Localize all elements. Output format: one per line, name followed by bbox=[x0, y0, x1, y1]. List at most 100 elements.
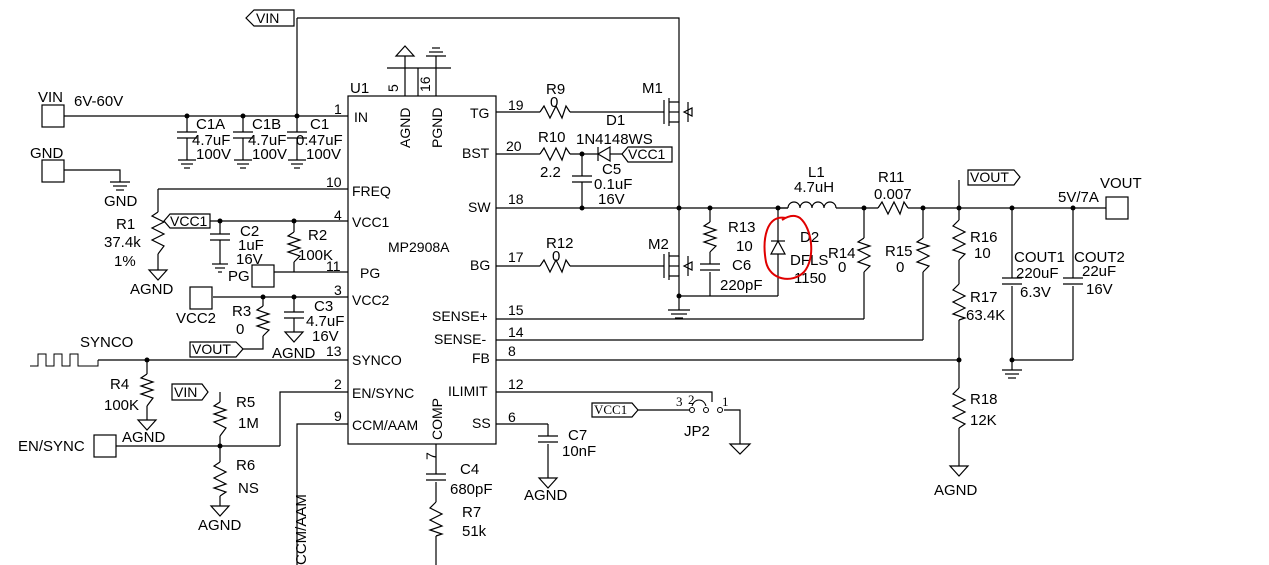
connector-vcc2 bbox=[189, 286, 213, 310]
c2-value: 1uF bbox=[238, 237, 264, 254]
pin-name-sense-n: SENSE- bbox=[434, 331, 486, 347]
connectors: VIN 6V-60V GND GND VCC2 PG EN/SYNC VOUT … bbox=[18, 89, 1142, 565]
r2-ref: R2 bbox=[308, 227, 327, 244]
c3-value: 4.7uF bbox=[306, 313, 344, 330]
flag-vcc1-d1: VCC1 bbox=[628, 146, 666, 162]
pin-name-fb: FB bbox=[472, 350, 490, 366]
pin-num-12: 12 bbox=[508, 376, 524, 392]
pin-name-comp: COMP bbox=[429, 398, 445, 440]
cout2-ref: COUT2 bbox=[1074, 249, 1125, 266]
pin-num-2: 2 bbox=[334, 376, 342, 392]
r1-value: 37.4k bbox=[104, 234, 141, 251]
agnd-label-c3: AGND bbox=[272, 345, 316, 362]
cout2-rating: 16V bbox=[1086, 281, 1113, 298]
c3-rating: 16V bbox=[312, 328, 339, 345]
pin-name-bg: BG bbox=[470, 257, 490, 273]
pin-num-13: 13 bbox=[326, 343, 342, 359]
pin-num-14: 14 bbox=[508, 324, 524, 340]
c1-rating: 100V bbox=[306, 146, 341, 163]
c1-value: 0.47uF bbox=[296, 132, 343, 149]
r2-value: 100K bbox=[298, 247, 333, 264]
c6-ref: C6 bbox=[732, 257, 751, 274]
ic-u1: U1 MP2908A IN FREQ VCC1 PG VCC2 SYNCO EN… bbox=[326, 76, 524, 460]
ic-ref: U1 bbox=[350, 80, 369, 97]
r11-ref: R11 bbox=[878, 169, 904, 186]
pin-num-6: 6 bbox=[508, 409, 516, 425]
pin-num-19: 19 bbox=[508, 97, 524, 113]
c3-ref: C3 bbox=[314, 298, 333, 315]
pin-num-1: 1 bbox=[334, 101, 342, 117]
r1-tol: 1% bbox=[114, 253, 136, 270]
flag-vcc1-r1: VCC1 bbox=[170, 213, 208, 229]
r15-value: 0 bbox=[896, 259, 904, 276]
pin-name-vcc1: VCC1 bbox=[352, 214, 390, 230]
pin-name-vcc2: VCC2 bbox=[352, 292, 390, 308]
d1-part: 1N4148WS bbox=[576, 131, 653, 148]
pin-name-pgnd: PGND bbox=[429, 108, 445, 148]
c7-ref: C7 bbox=[568, 427, 587, 444]
m2-ref: M2 bbox=[648, 236, 669, 253]
r5-ref: R5 bbox=[236, 394, 255, 411]
r5-value: 1M bbox=[238, 415, 259, 432]
c1-ref: C1 bbox=[310, 116, 329, 133]
diodes: D1 1N4148WS D2 DFLS 1150 bbox=[576, 112, 828, 287]
connector-pg bbox=[251, 264, 275, 288]
r10-ref: R10 bbox=[538, 129, 566, 146]
c6-value: 220pF bbox=[720, 277, 763, 294]
connector-vin-range: 6V-60V bbox=[74, 93, 123, 110]
connector-en-sync-label: EN/SYNC bbox=[18, 438, 85, 455]
pin-name-bst: BST bbox=[462, 145, 490, 161]
pin-name-ccmaam: CCM/AAM bbox=[352, 417, 418, 433]
pin-num-8: 8 bbox=[508, 343, 516, 359]
red-circle-annotation bbox=[763, 214, 813, 280]
r11-value: 0.007 bbox=[874, 186, 912, 203]
flag-vcc1-jp2: VCC1 bbox=[594, 402, 627, 417]
connector-vin bbox=[41, 104, 65, 128]
agnd-label-r6: AGND bbox=[198, 517, 242, 534]
pin-num-9: 9 bbox=[334, 408, 342, 424]
c5-rating: 16V bbox=[598, 191, 625, 208]
synco-waveform bbox=[30, 353, 99, 367]
c5-ref: C5 bbox=[602, 161, 621, 178]
d2-part2: 1150 bbox=[794, 270, 826, 287]
grounds: AGND AGND AGND AGND AGND AGND bbox=[110, 45, 1022, 534]
pin-name-pg: PG bbox=[360, 265, 380, 281]
pin-num-15: 15 bbox=[508, 302, 524, 318]
connector-vin-label: VIN bbox=[38, 89, 63, 106]
r9-ref: R9 bbox=[546, 81, 565, 98]
r1-ref: R1 bbox=[116, 216, 135, 233]
r6-ref: R6 bbox=[236, 457, 255, 474]
cout2-value: 22uF bbox=[1082, 263, 1116, 280]
cout1-rating: 6.3V bbox=[1020, 284, 1051, 301]
pin-num-3: 3 bbox=[334, 282, 342, 298]
pin-name-ss: SS bbox=[472, 415, 491, 431]
pin-name-sw: SW bbox=[468, 199, 491, 215]
cout1-ref: COUT1 bbox=[1014, 249, 1065, 266]
c1b-value: 4.7uF bbox=[248, 132, 286, 149]
pin-name-tg: TG bbox=[470, 105, 489, 121]
r16-ref: R16 bbox=[970, 229, 998, 246]
pin-name-ilimit: ILIMIT bbox=[448, 383, 488, 399]
r17-value: 63.4K bbox=[966, 307, 1005, 324]
agnd-label-r18: AGND bbox=[934, 482, 978, 499]
c4-ref: C4 bbox=[460, 461, 479, 478]
r13-value: 10 bbox=[736, 238, 753, 255]
pin-num-18: 18 bbox=[508, 191, 524, 207]
r4-value: 100K bbox=[104, 397, 139, 414]
pin-name-freq: FREQ bbox=[352, 183, 391, 199]
c1b-rating: 100V bbox=[252, 146, 287, 163]
pin-name-synco: SYNCO bbox=[352, 352, 402, 368]
c1a-rating: 100V bbox=[196, 146, 231, 163]
connector-vout bbox=[1105, 196, 1129, 220]
r3-ref: R3 bbox=[232, 303, 251, 320]
connector-ccm-aam-label: CCM/AAM bbox=[293, 494, 310, 565]
wires bbox=[64, 17, 1106, 565]
r14-value: 0 bbox=[838, 259, 846, 276]
mosfets: M1 M2 bbox=[642, 80, 693, 282]
flag-vout-r3: VOUT bbox=[192, 341, 231, 357]
c4-value: 680pF bbox=[450, 481, 493, 498]
connector-en-sync bbox=[93, 434, 117, 458]
r4-ref: R4 bbox=[110, 376, 129, 393]
c1b-ref: C1B bbox=[252, 116, 281, 133]
